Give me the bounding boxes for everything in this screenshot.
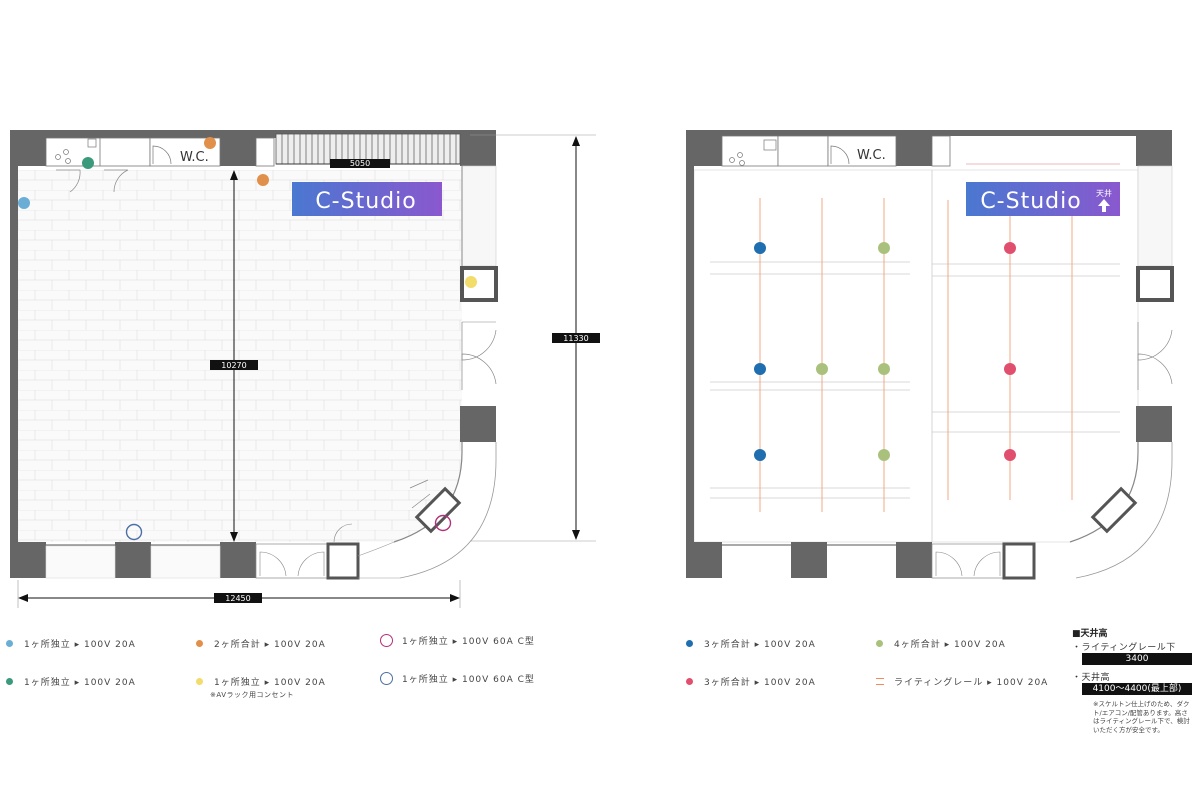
right-ceiling-plan: W.C. xyxy=(686,130,1174,580)
legend-left-4: 1ヶ所独立 ▸ 100V 20A xyxy=(6,675,136,688)
lighting-rail-icon xyxy=(876,678,884,685)
outlet-dot-icon xyxy=(686,678,693,685)
wc-label-left: W.C. xyxy=(180,150,209,165)
outlet-yellow xyxy=(465,276,477,288)
outlet-orange-1 xyxy=(204,137,216,149)
rail-height-label: ・ライティングレール下 xyxy=(1072,643,1176,653)
legend-left-2: 2ヶ所合計 ▸ 100V 20A xyxy=(196,637,326,650)
outlet-green xyxy=(82,157,94,169)
dim-width: 12450 xyxy=(225,594,250,603)
dim-stair: 5050 xyxy=(350,159,370,168)
outlet-orange-2 xyxy=(257,174,269,186)
dim-height-inner: 10270 xyxy=(221,361,246,370)
arrow-up-icon xyxy=(1098,199,1110,212)
legend-left-6-label: 1ヶ所独立 ▸ 100V 60A C型 xyxy=(402,675,535,685)
legend-right-2: 4ヶ所合計 ▸ 100V 20A xyxy=(876,637,1006,650)
ceiling-height-label: ・天井高 xyxy=(1072,673,1111,683)
rail-height-value: 3400 xyxy=(1082,653,1192,665)
outlet-ring-magenta xyxy=(434,514,452,532)
legend-right-3: 3ヶ所合計 ▸ 100V 20A xyxy=(686,675,816,688)
legend-left-6: 1ヶ所独立 ▸ 100V 60A C型 xyxy=(380,672,535,685)
outlet-dot-icon xyxy=(6,678,13,685)
ceiling-height-note: ※スケルトン仕上げのため、ダクト/エアコン/配管あります。高さはライティングレー… xyxy=(1093,700,1190,734)
outlet-dot-icon xyxy=(196,678,203,685)
dim-height-outer: 11330 xyxy=(563,334,588,343)
legend-right-4: ライティングレール ▸ 100V 20A xyxy=(876,675,1048,688)
studio-title-left: C-Studio xyxy=(315,189,416,214)
ceiling-height-value: 4100〜4400(最上部) xyxy=(1082,683,1192,695)
outlet-dot-icon xyxy=(876,640,883,647)
outlet-dot-icon xyxy=(686,640,693,647)
ceiling-badge: 天井 xyxy=(1096,188,1112,198)
outlet-lightblue xyxy=(18,197,30,209)
outlet-dot-icon xyxy=(6,640,13,647)
legend-left-note: ※AVラック用コンセント xyxy=(210,691,294,699)
outlet-ring-icon xyxy=(380,672,393,685)
legend-left-4-label: 1ヶ所独立 ▸ 100V 20A xyxy=(24,678,136,688)
legend-left-2-label: 2ヶ所合計 ▸ 100V 20A xyxy=(214,640,326,650)
legend-right-3-label: 3ヶ所合計 ▸ 100V 20A xyxy=(704,678,816,688)
outlet-dot-icon xyxy=(196,640,203,647)
legend-left-5: 1ヶ所独立 ▸ 100V 20A xyxy=(196,675,326,688)
outlet-ring-icon xyxy=(380,634,393,647)
wc-label-right: W.C. xyxy=(857,148,886,163)
legend-left-5-label: 1ヶ所独立 ▸ 100V 20A xyxy=(214,678,326,688)
studio-title-right: C-Studio xyxy=(980,189,1081,214)
ceiling-height-title: ■天井高 xyxy=(1072,629,1108,639)
legend-left-3-label: 1ヶ所独立 ▸ 100V 60A C型 xyxy=(402,637,535,647)
legend-right-4-label: ライティングレール ▸ 100V 20A xyxy=(894,678,1049,688)
legend-left-3: 1ヶ所独立 ▸ 100V 60A C型 xyxy=(380,634,535,647)
legend-left-1: 1ヶ所独立 ▸ 100V 20A xyxy=(6,637,136,650)
legend-right-1: 3ヶ所合計 ▸ 100V 20A xyxy=(686,637,816,650)
legend-left-1-label: 1ヶ所独立 ▸ 100V 20A xyxy=(24,640,136,650)
legend-right-2-label: 4ヶ所合計 ▸ 100V 20A xyxy=(894,640,1006,650)
outlet-ring-blue xyxy=(125,523,143,541)
left-floor-plan: W.C. 5050 xyxy=(10,130,600,608)
legend-right-1-label: 3ヶ所合計 ▸ 100V 20A xyxy=(704,640,816,650)
